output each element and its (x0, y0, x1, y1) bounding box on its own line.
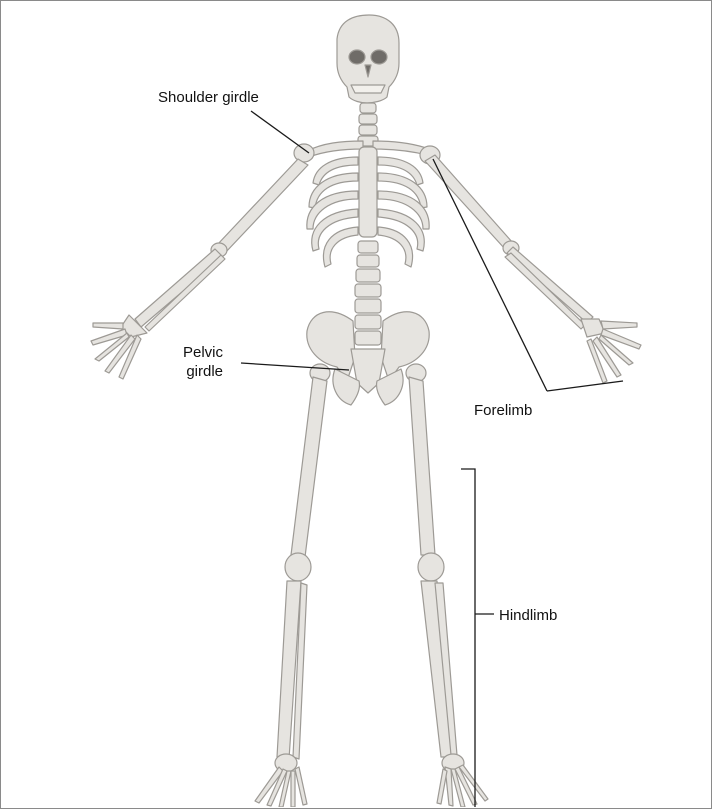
label-hindlimb: Hindlimb (499, 606, 557, 625)
label-forelimb: Forelimb (474, 401, 532, 420)
shoulder-girdle-leader (251, 111, 309, 153)
hindlimb-bracket (461, 469, 475, 807)
right-arm (425, 155, 641, 383)
label-pelvic-line1: Pelvic (183, 343, 223, 362)
right-leg (409, 377, 488, 807)
left-leg (255, 377, 327, 807)
label-pelvic-line2: girdle (183, 362, 223, 381)
label-pelvic-girdle: Pelvic girdle (183, 343, 223, 381)
left-clavicle (307, 141, 363, 157)
skull (337, 15, 399, 103)
label-shoulder-girdle: Shoulder girdle (158, 88, 259, 107)
forelimb-leader-lower (547, 381, 623, 391)
